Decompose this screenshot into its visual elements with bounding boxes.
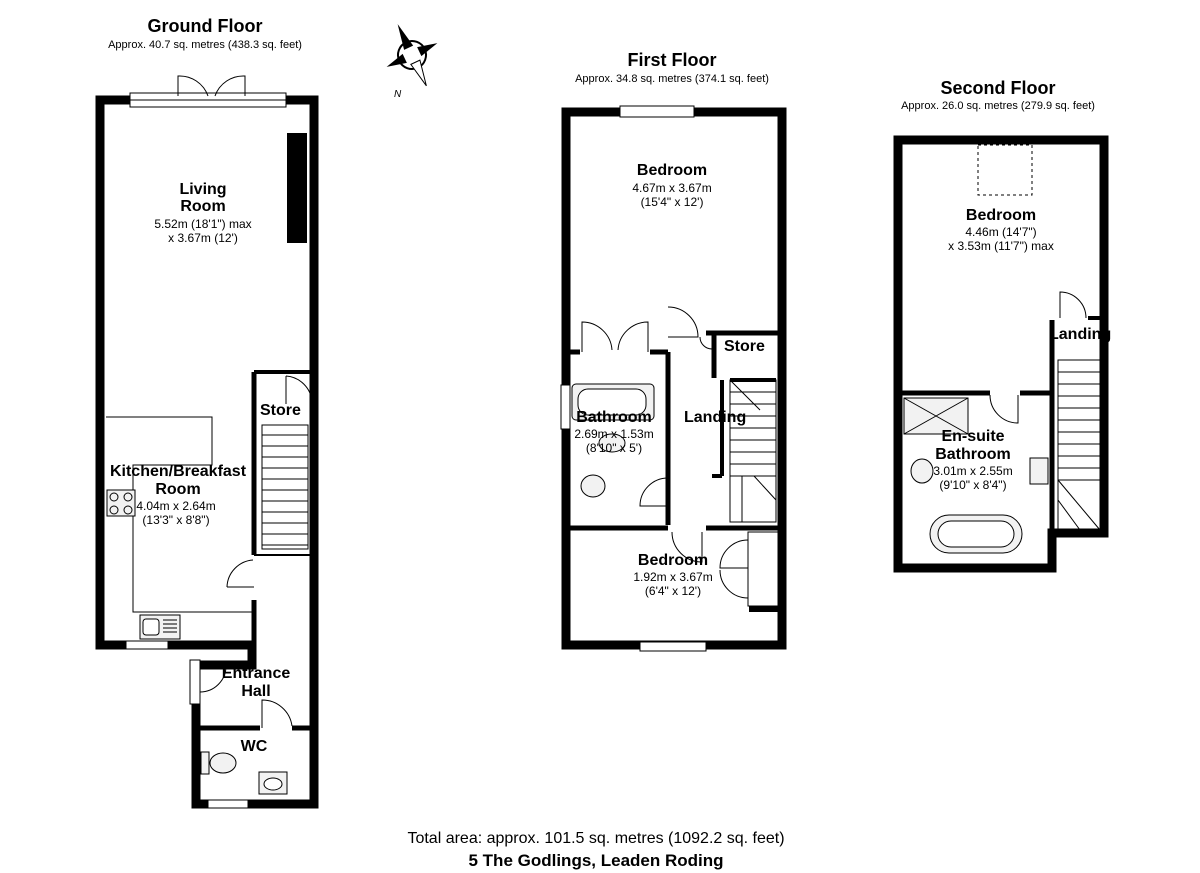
- small-bedroom-door-swing: [671, 531, 703, 563]
- ground-floor-title: Ground Floor: [147, 16, 263, 36]
- hob-icon: [106, 489, 136, 517]
- store-door-swing-first: [699, 336, 713, 350]
- ensuite-door-swing: [989, 394, 1019, 424]
- second-outer-wall: [893, 135, 1109, 573]
- front-door-frame: [189, 659, 201, 705]
- skylight-icon: [977, 144, 1033, 196]
- first-landing-label: Landing: [684, 409, 747, 426]
- bedroom-door-swing: [667, 306, 699, 338]
- kitchen-dim-1: 4.04m x 2.64m: [136, 499, 216, 513]
- living-room-name-2: Room: [180, 198, 226, 215]
- chimney-breast: [287, 133, 307, 243]
- ensuite-name-2: Bathroom: [935, 446, 1011, 463]
- first-floor-title: First Floor: [627, 50, 717, 70]
- kitchen-worktop: [106, 416, 252, 613]
- compass-rose-icon: [386, 24, 438, 87]
- second-floor-plan: [893, 135, 1109, 573]
- kitchen-door-swing: [226, 559, 254, 588]
- ensuite-toilet-icon: [910, 458, 934, 484]
- ensuite-basin-icon: [1029, 457, 1049, 485]
- bathroom-window: [560, 384, 571, 430]
- ensuite-name-1: En-suite: [941, 428, 1005, 445]
- second-floor-area: Approx. 26.0 sq. metres (279.9 sq. feet): [901, 100, 1095, 112]
- wc-label: WC: [240, 738, 268, 755]
- kitchen-dim-2: (13'3" x 8'8"): [142, 513, 210, 527]
- second-floor-title: Second Floor: [940, 78, 1056, 98]
- patio-door-swing: [177, 75, 209, 97]
- second-stairs: [1057, 359, 1101, 531]
- compass-north-label: N: [394, 89, 402, 100]
- ground-stairs: [261, 424, 309, 550]
- second-landing-label: Landing: [1049, 326, 1112, 343]
- first-bedroom-main-dim-2: (15'4" x 12'): [640, 195, 704, 209]
- property-address: 5 The Godlings, Leaden Roding: [468, 851, 724, 870]
- second-bedroom-name: Bedroom: [965, 207, 1037, 224]
- bedroom-window-bottom: [639, 641, 707, 652]
- kitchen-name-1: Kitchen/Breakfast: [109, 463, 247, 480]
- small-bedroom-wardrobe: [747, 531, 779, 607]
- first-outer-wall: [561, 107, 787, 650]
- second-bedroom-dim-2: x 3.53m (11'7") max: [948, 239, 1054, 253]
- wardrobe-doors: [581, 321, 649, 352]
- front-door-swing: [199, 665, 227, 693]
- first-floor-plan: [560, 105, 787, 652]
- kitchen-name-2: Room: [155, 481, 201, 498]
- total-area-text: Total area: approx. 101.5 sq. metres (10…: [407, 830, 785, 847]
- bathroom-dim-2: (8'10" x 5'): [585, 441, 643, 455]
- first-bedroom-small-dim-2: (6'4" x 12'): [644, 584, 702, 598]
- landing-door-swing: [1059, 291, 1087, 319]
- store-door-swing: [285, 375, 313, 404]
- entrance-hall-name-2: Hall: [241, 683, 271, 700]
- first-bedroom-small-name: Bedroom: [637, 552, 709, 569]
- wc-door-swing: [261, 699, 293, 728]
- first-bedroom-main-dim-1: 4.67m x 3.67m: [632, 181, 712, 195]
- ground-store-label: Store: [260, 402, 301, 419]
- bathroom-dim-1: 2.69m x 1.53m: [574, 427, 654, 441]
- entrance-hall-name-1: Entrance: [221, 665, 291, 682]
- ground-floor-plan: [95, 75, 319, 809]
- toilet-icon: [209, 752, 237, 774]
- ensuite-dim-1: 3.01m x 2.55m: [933, 464, 1013, 478]
- bathroom-toilet-icon: [580, 474, 606, 498]
- first-stairs: [729, 378, 777, 523]
- first-bedroom-main-name: Bedroom: [636, 162, 708, 179]
- first-bedroom-small-dim-1: 1.92m x 3.67m: [633, 570, 713, 584]
- first-floor-area: Approx. 34.8 sq. metres (374.1 sq. feet): [575, 73, 769, 85]
- living-room-dim-2: x 3.67m (12'): [168, 231, 238, 245]
- living-room-dim-1: 5.52m (18'1") max: [154, 217, 252, 231]
- bathroom-name: Bathroom: [576, 409, 652, 426]
- wc-window: [207, 799, 249, 809]
- living-room-name-1: Living: [179, 181, 227, 198]
- second-bedroom-dim-1: 4.46m (14'7"): [965, 225, 1037, 239]
- ground-floor-area: Approx. 40.7 sq. metres (438.3 sq. feet): [108, 39, 302, 51]
- bedroom-window-top: [619, 105, 695, 118]
- kitchen-window: [125, 640, 169, 650]
- bathroom-door-swing: [639, 477, 669, 507]
- first-store-label: Store: [724, 338, 765, 355]
- bathroom-basin-icon: [598, 433, 626, 453]
- ensuite-dim-2: (9'10" x 8'4"): [939, 478, 1007, 492]
